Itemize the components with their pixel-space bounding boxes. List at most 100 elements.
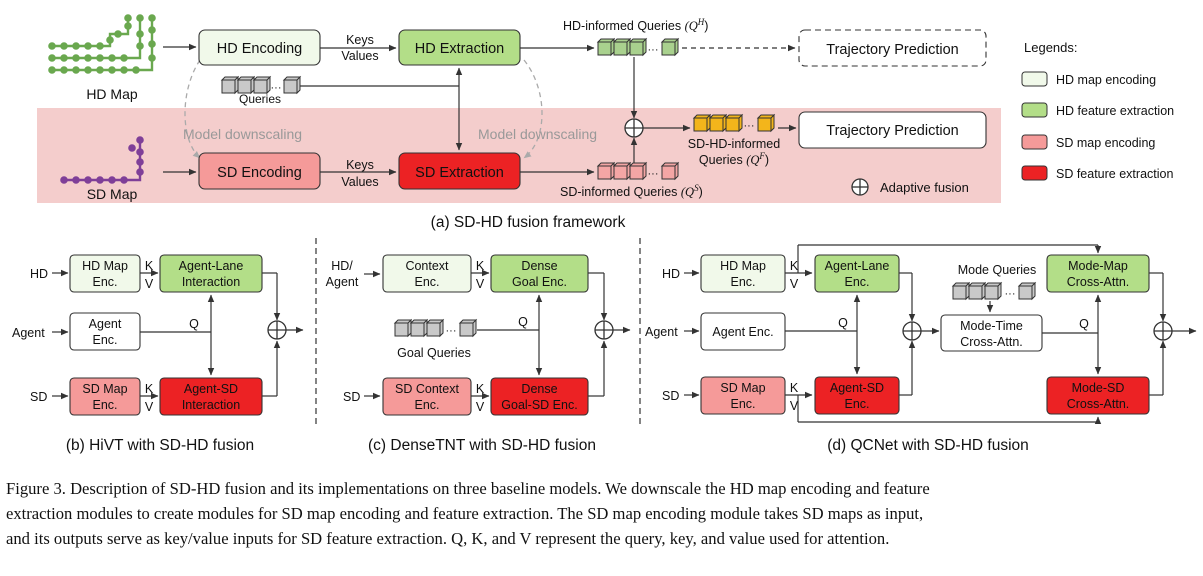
legend-swatch-sd-ext: [1021, 165, 1048, 181]
sdhd-informed-queries-icon: [692, 113, 776, 133]
panel-a-caption: (a) SD-HD fusion framework: [431, 214, 626, 231]
trajectory-prediction-box: [798, 111, 987, 149]
d-fusion-icon-1: [902, 321, 922, 341]
hd-queries-dots: ···: [648, 44, 659, 56]
b-v-sd: V: [145, 400, 154, 414]
b-agent-sd-l2: Interaction: [182, 398, 240, 412]
d-agent-lane-l1: Agent-Lane: [825, 259, 890, 273]
sd-informed-queries-icon: [596, 161, 680, 181]
c-goal-queries-label: Goal Queries: [397, 346, 471, 360]
sd-queries-dots: ···: [648, 168, 659, 180]
d-mode-queries-label: Mode Queries: [958, 263, 1037, 277]
b-fusion-icon: [267, 320, 287, 340]
panel-b: HD Agent SD HD Map Enc. Agent Enc. SD Ma…: [12, 254, 304, 454]
c-context-enc-l1: Context: [405, 259, 449, 273]
b-agent-sd-l1: Agent-SD: [184, 382, 238, 396]
figure-caption: Figure 3. Description of SD-HD fusion an…: [6, 476, 1198, 551]
sdhd-informed-line1: SD-HD-informed: [688, 137, 780, 151]
d-mode-time-l1: Mode-Time: [960, 319, 1023, 333]
b-q: Q: [189, 317, 199, 331]
c-dense-goal-sd-l1: Dense: [521, 382, 557, 396]
d-sd-map-enc-l1: SD Map: [720, 381, 765, 395]
c-hd-agent-l1: HD/: [331, 259, 353, 273]
d-q2: Q: [1079, 317, 1089, 331]
c-dense-goal-l1: Dense: [521, 259, 557, 273]
model-downscaling-left: Model downscaling: [183, 126, 302, 142]
b-sd-map-enc-l1: SD Map: [82, 382, 127, 396]
d-sd-map-enc-l2: Enc.: [730, 397, 755, 411]
d-hd-map-enc-l2: Enc.: [730, 275, 755, 289]
legend-item-sd-enc: SD map encoding: [1056, 136, 1155, 150]
b-hd-label: HD: [30, 267, 48, 281]
legend-item-hd-ext: HD feature extraction: [1056, 104, 1174, 118]
values-label-sd: Values: [341, 175, 378, 189]
c-v-hd: V: [476, 277, 485, 291]
sd-encoding-box: [198, 152, 321, 190]
c-hd-agent-l2: Agent: [326, 275, 359, 289]
hd-encoding-label: HD Encoding: [217, 41, 302, 57]
b-agent-enc-l1: Agent: [89, 317, 122, 331]
legend-swatch-sd-enc: [1021, 134, 1048, 150]
legend-title: Legends:: [1024, 40, 1078, 55]
sdhd-queries-dots: ···: [744, 120, 755, 132]
legend-swatch-hd-enc: [1021, 71, 1048, 87]
b-hd-map-enc-l1: HD Map: [82, 259, 128, 273]
c-dense-goal-sd-l2: Goal-SD Enc.: [501, 398, 577, 412]
b-k-sd: K: [145, 382, 154, 396]
model-downscaling-right: Model downscaling: [478, 126, 597, 142]
c-sd-label: SD: [343, 390, 360, 404]
d-mode-sd-l2: Cross-Attn.: [1067, 397, 1130, 411]
c-dense-goal-l2: Goal Enc.: [512, 275, 567, 289]
d-agent-label: Agent: [645, 325, 678, 339]
sdhd-informed-line2: Queries (QF): [699, 151, 769, 167]
d-agent-enc-label: Agent Enc.: [712, 325, 773, 339]
d-agent-sd-l2: Enc.: [844, 397, 869, 411]
keys-label-hd: Keys: [346, 33, 374, 47]
figure-diagram: HD Map SD Map Model downscaling Model do…: [12, 14, 1197, 454]
d-q1: Q: [838, 316, 848, 330]
b-agent-label: Agent: [12, 326, 45, 340]
hd-informed-queries-label: HD-informed Queries (QH): [563, 17, 708, 33]
sd-map-icon: [60, 136, 144, 184]
caption-line-2: extraction modules to create modules for…: [6, 504, 924, 523]
c-v-sd: V: [476, 400, 485, 414]
c-k-sd: K: [476, 382, 485, 396]
b-agent-enc-l2: Enc.: [92, 333, 117, 347]
d-hd-label: HD: [662, 267, 680, 281]
d-v-hd: V: [790, 277, 799, 291]
d-fusion-icon-2: [1153, 321, 1173, 341]
b-hd-map-enc-l2: Enc.: [92, 275, 117, 289]
panel-d: HD Agent SD HD Map Enc. Agent Enc. SD Ma…: [645, 244, 1197, 454]
trajectory-prediction-dashed-box: [798, 29, 987, 67]
c-context-enc-l2: Enc.: [414, 275, 439, 289]
sd-map-label: SD Map: [87, 186, 138, 202]
trajectory-prediction-dashed-label: Trajectory Prediction: [826, 42, 958, 58]
c-sd-context-enc-l2: Enc.: [414, 398, 439, 412]
c-fusion-icon: [594, 320, 614, 340]
c-q: Q: [518, 315, 528, 329]
c-goal-dots: ···: [446, 325, 457, 337]
d-agent-sd-l1: Agent-SD: [830, 381, 884, 395]
b-sd-label: SD: [30, 390, 47, 404]
keys-label-sd: Keys: [346, 158, 374, 172]
d-mode-queries-icon: [951, 281, 1037, 301]
d-mode-time-l2: Cross-Attn.: [960, 335, 1023, 349]
values-label-hd: Values: [341, 49, 378, 63]
panel-c: HD/ Agent SD Context Enc. SD Context Enc…: [326, 254, 631, 454]
queries-dots: ···: [271, 82, 282, 94]
caption-line-1: Figure 3. Description of SD-HD fusion an…: [6, 479, 930, 498]
b-v-hd: V: [145, 277, 154, 291]
legend-swatch-hd-ext: [1021, 102, 1048, 118]
d-agent-lane-l2: Enc.: [844, 275, 869, 289]
d-sd-label: SD: [662, 389, 679, 403]
d-mode-sd-l1: Mode-SD: [1072, 381, 1125, 395]
queries-icon: [220, 75, 302, 95]
d-hd-map-enc-l1: HD Map: [720, 259, 766, 273]
adaptive-fusion-icon: [624, 118, 644, 138]
adaptive-fusion-label: Adaptive fusion: [880, 180, 969, 195]
legend-item-hd-enc: HD map encoding: [1056, 73, 1156, 87]
sd-extraction-label: SD Extraction: [415, 165, 504, 181]
sd-extraction-box: [398, 152, 521, 190]
d-mode-map-l1: Mode-Map: [1068, 259, 1128, 273]
hd-extraction-label: HD Extraction: [415, 41, 504, 57]
